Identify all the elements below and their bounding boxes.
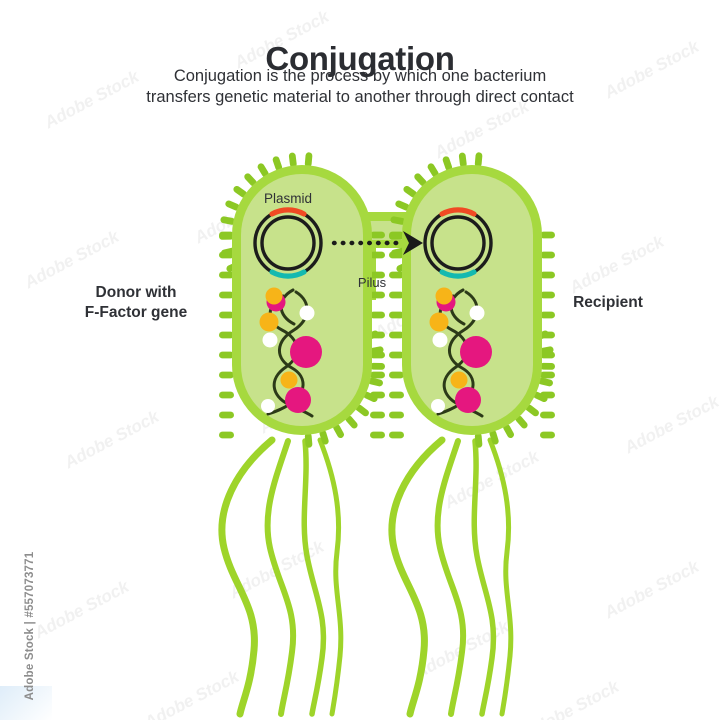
donor-cytoplasm (241, 174, 363, 426)
donor-plasmid (253, 207, 323, 279)
recipient-dna-markers (429, 287, 492, 413)
subtitle-line-2: transfers genetic material to another th… (146, 88, 574, 106)
page-subtitle: Conjugation is the process by which one … (60, 66, 660, 108)
recipient-plasmid (423, 207, 493, 279)
transfer-arrow (331, 231, 423, 255)
donor-label: Donor with F-Factor gene (48, 283, 224, 323)
recipient-cell (388, 152, 556, 448)
flagella-group-donor (218, 436, 344, 718)
donor-label-line-1: Donor with (95, 284, 177, 301)
pilus-label: Pilus (358, 275, 387, 290)
donor-label-line-2: F-Factor gene (84, 304, 188, 321)
recipient-label: Recipient (573, 294, 643, 311)
plasmid-label: Plasmid (264, 191, 312, 206)
subtitle-line-1: Conjugation is the process by which one … (173, 67, 547, 85)
corner-tint (0, 686, 52, 720)
watermark-id: Adobe Stock | #557073771 (24, 551, 36, 701)
recipient-cytoplasm (411, 174, 533, 426)
donor-dna-markers (259, 287, 322, 413)
page-title: Conjugation (265, 40, 455, 78)
donor-cell: Plasmid (218, 152, 386, 448)
flagella-group-recipient (388, 436, 514, 718)
